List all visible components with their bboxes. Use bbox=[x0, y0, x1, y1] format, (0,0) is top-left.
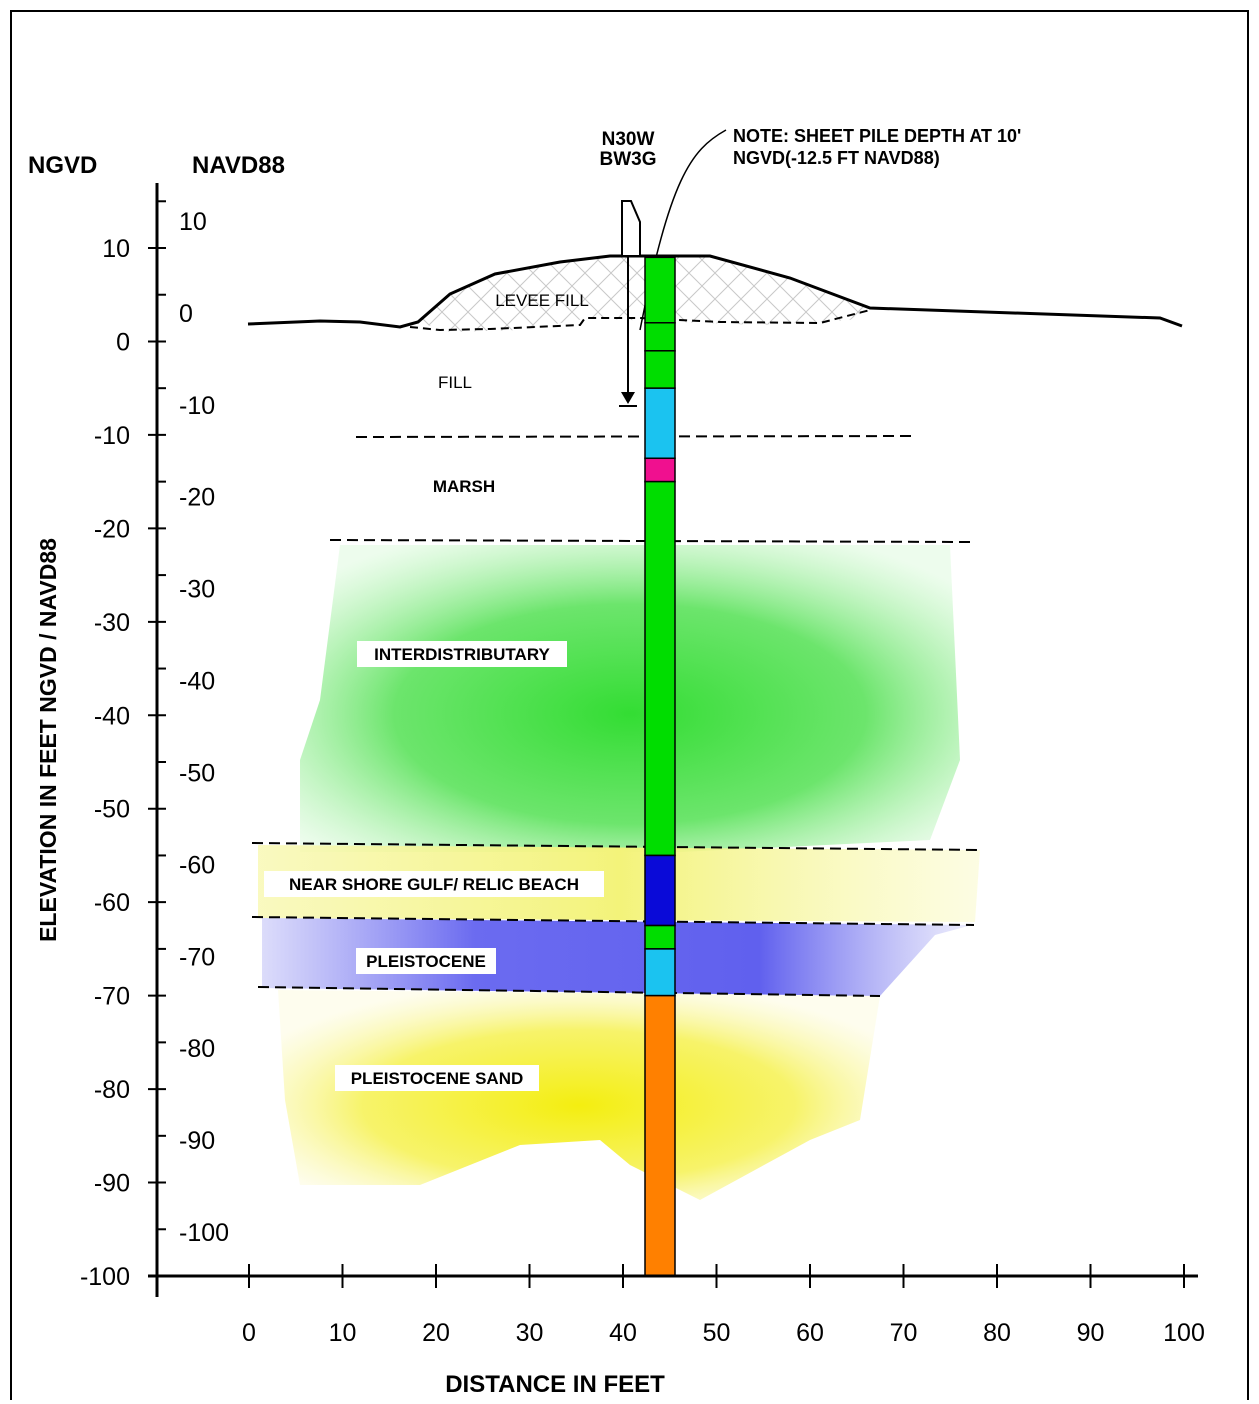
x-tick-label: 20 bbox=[422, 1319, 450, 1347]
label-near-shore: NEAR SHORE GULF/ RELIC BEACH bbox=[289, 875, 579, 894]
navd88-tick-label: -30 bbox=[179, 576, 215, 604]
levee-base-line bbox=[409, 309, 871, 332]
boring-segment bbox=[644, 854, 676, 927]
figure-frame bbox=[10, 10, 1249, 1400]
ngvd-tick-label: 0 bbox=[116, 328, 130, 356]
ngvd-tick-label: -80 bbox=[94, 1076, 130, 1104]
x-axis-ticks bbox=[248, 1264, 1185, 1288]
ngvd-tick-labels: 10 0 -10 -20 -30 -40 -50 -60 -70 -80 -90 -100 bbox=[80, 235, 130, 1291]
boring-segment bbox=[644, 256, 676, 324]
boring-segment bbox=[644, 350, 676, 389]
y-axis-ticks bbox=[148, 200, 166, 1277]
label-bg-pleistocene-sand bbox=[335, 1065, 539, 1091]
navd88-tick-label: -100 bbox=[179, 1219, 229, 1247]
x-tick-label: 0 bbox=[242, 1319, 256, 1347]
ngvd-tick-label: -90 bbox=[94, 1170, 130, 1198]
boring-column bbox=[644, 256, 676, 1277]
x-tick-label: 90 bbox=[1077, 1319, 1105, 1347]
navd88-tick-label: -20 bbox=[179, 484, 215, 512]
label-marsh: MARSH bbox=[433, 477, 495, 496]
boring-segment bbox=[644, 322, 676, 352]
ngvd-tick-label: -60 bbox=[94, 889, 130, 917]
ngvd-tick-label: -70 bbox=[94, 983, 130, 1011]
boundary-marsh-interdistributary bbox=[329, 539, 971, 543]
ground-surface-line bbox=[247, 254, 1183, 329]
navd88-tick-label: 10 bbox=[179, 208, 207, 236]
note-line1: NOTE: SHEET PILE DEPTH AT 10' bbox=[733, 126, 1021, 146]
ngvd-tick-label: -50 bbox=[94, 796, 130, 824]
boring-segment bbox=[644, 948, 676, 997]
label-bg-pleistocene bbox=[356, 948, 496, 974]
navd88-tick-label: -40 bbox=[179, 668, 215, 696]
boring-segment bbox=[644, 387, 676, 460]
note-line2: NGVD(-12.5 FT NAVD88) bbox=[733, 148, 940, 168]
x-tick-label: 80 bbox=[983, 1319, 1011, 1347]
x-tick-labels: 0 10 20 30 40 50 60 70 80 90 100 bbox=[242, 1319, 1205, 1347]
label-fill: FILL bbox=[438, 373, 472, 392]
ngvd-tick-label: -40 bbox=[94, 702, 130, 730]
navd88-tick-label: -80 bbox=[179, 1035, 215, 1063]
pleistocene-zone bbox=[262, 918, 972, 996]
x-axis-title: DISTANCE IN FEET bbox=[445, 1371, 665, 1398]
navd88-tick-label: -70 bbox=[179, 943, 215, 971]
navd88-header: NAVD88 bbox=[192, 152, 285, 179]
navd88-tick-label: -50 bbox=[179, 759, 215, 787]
boring-segment bbox=[644, 480, 676, 857]
label-pleistocene-sand: PLEISTOCENE SAND bbox=[351, 1069, 524, 1088]
label-bg-interdistributary bbox=[357, 641, 567, 667]
y-axis-title: ELEVATION IN FEET NGVD / NAVD88 bbox=[35, 538, 61, 942]
navd88-tick-labels: 10 0 -10 -20 -30 -40 -50 -60 -70 -80 -90 -100 bbox=[179, 208, 229, 1247]
boring-id-line2: BW3G bbox=[600, 149, 657, 170]
boundary-nearshore-pleistocene bbox=[251, 916, 975, 926]
x-tick-label: 60 bbox=[796, 1319, 824, 1347]
boring-id-line1: N30W bbox=[602, 129, 655, 150]
ngvd-tick-label: -10 bbox=[94, 422, 130, 450]
boundary-fill-marsh bbox=[355, 435, 913, 438]
x-tick-label: 30 bbox=[516, 1319, 544, 1347]
x-tick-label: 70 bbox=[890, 1319, 918, 1347]
navd88-tick-label: -90 bbox=[179, 1127, 215, 1155]
label-interdistributary: INTERDISTRIBUTARY bbox=[374, 645, 550, 664]
boundary-interdistributary-nearshore bbox=[251, 842, 983, 851]
ngvd-tick-label: -30 bbox=[94, 609, 130, 637]
navd88-tick-label: 0 bbox=[179, 300, 193, 328]
label-pleistocene: PLEISTOCENE bbox=[366, 952, 486, 971]
boring-segment bbox=[644, 457, 676, 483]
boring-segment bbox=[644, 994, 676, 1277]
sheet-pile-arrowhead bbox=[621, 392, 635, 404]
x-tick-label: 100 bbox=[1163, 1319, 1205, 1347]
ngvd-tick-label: 10 bbox=[102, 235, 130, 263]
ngvd-tick-label: -100 bbox=[80, 1263, 130, 1291]
navd88-tick-label: -60 bbox=[179, 851, 215, 879]
label-levee-fill: LEVEE FILL bbox=[495, 291, 589, 310]
levee-fill-area bbox=[418, 256, 870, 332]
x-tick-label: 10 bbox=[329, 1319, 357, 1347]
label-bg-near-shore bbox=[264, 871, 604, 897]
x-tick-label: 50 bbox=[703, 1319, 731, 1347]
navd88-tick-label: -10 bbox=[179, 392, 215, 420]
near-shore-zone bbox=[258, 845, 980, 922]
sheet-pile-wall bbox=[621, 200, 641, 257]
boring-segment bbox=[644, 924, 676, 950]
boundary-pleistocene-sand bbox=[257, 986, 881, 997]
ngvd-tick-label: -20 bbox=[94, 515, 130, 543]
interdistributary-zone bbox=[300, 545, 960, 852]
x-tick-label: 40 bbox=[609, 1319, 637, 1347]
ngvd-header: NGVD bbox=[28, 152, 97, 179]
pleistocene-sand-zone bbox=[278, 990, 880, 1200]
